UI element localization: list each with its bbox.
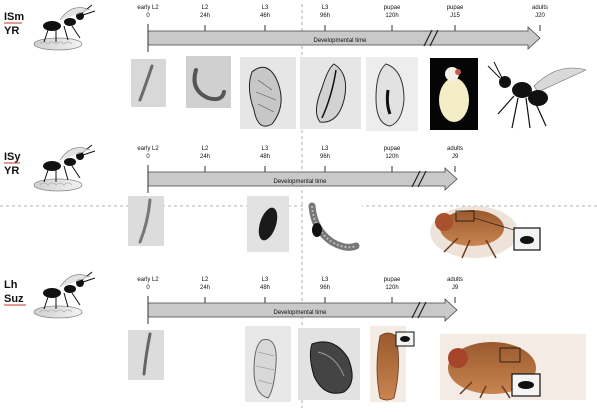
larva-photo bbox=[128, 330, 164, 380]
pupa-photo bbox=[366, 57, 418, 131]
pupa-photo bbox=[430, 58, 478, 130]
tick-stage-label: pupae bbox=[384, 277, 401, 283]
tick-time-label: 120h bbox=[385, 154, 398, 160]
tick-time-label: 96h bbox=[320, 154, 330, 160]
tick-time-label: 96h bbox=[320, 285, 330, 291]
tick-time-label: J20 bbox=[535, 13, 545, 19]
axis-title: Developmental time bbox=[273, 310, 327, 316]
larva-photo bbox=[304, 198, 362, 258]
tick-time-label: 24h bbox=[200, 154, 210, 160]
larva-photo bbox=[247, 196, 289, 252]
tick-time-label: 24h bbox=[200, 285, 210, 291]
panel-label-primary: Lh bbox=[4, 279, 18, 291]
tick-stage-label: L3 bbox=[262, 146, 269, 152]
tick-stage-label: adults bbox=[447, 146, 463, 152]
tick-stage-label: early L2 bbox=[137, 277, 159, 283]
tick-time-label: 0 bbox=[146, 285, 150, 291]
tick-stage-label: L3 bbox=[322, 146, 329, 152]
wasp-on-larva-illustration bbox=[34, 272, 95, 318]
tick-stage-label: L2 bbox=[202, 5, 209, 11]
adult-fly-photo bbox=[430, 206, 540, 258]
tick-stage-label: pupae bbox=[447, 5, 464, 11]
tick-time-label: 24h bbox=[200, 13, 210, 19]
larva-photo bbox=[131, 59, 166, 107]
tick-time-label: J15 bbox=[450, 13, 460, 19]
pupa-photo bbox=[370, 326, 414, 402]
tick-time-label: J9 bbox=[452, 285, 459, 291]
panel-label-secondary: YR bbox=[4, 25, 19, 37]
specimen-photo-row bbox=[131, 56, 590, 136]
tick-stage-label: L3 bbox=[262, 277, 269, 283]
axis-title: Developmental time bbox=[273, 179, 327, 185]
tick-time-label: 120h bbox=[385, 285, 398, 291]
larva-photo bbox=[240, 57, 296, 129]
panel-ism: ISm YR Developmental time early L2 0 L2 24h… bbox=[4, 5, 590, 136]
tick-stage-label: pupae bbox=[384, 5, 401, 11]
specimen-photo-row bbox=[128, 196, 540, 258]
tick-group: early L2 0 L2 24h L3 46h L3 96h pupae 120h pupaeJ1… bbox=[137, 5, 548, 31]
tick-stage-label: early L2 bbox=[137, 5, 159, 11]
tick-time-label: 48h bbox=[260, 154, 270, 160]
larva-photo bbox=[186, 56, 231, 108]
tick-group: early L2 0 L2 24h L3 48h L3 96h pupae 120h adultsJ… bbox=[137, 277, 463, 303]
panel-label-primary: ISy bbox=[4, 151, 21, 163]
tick-stage-label: L2 bbox=[202, 277, 209, 283]
panel-label-secondary: Suz bbox=[4, 293, 24, 305]
tick-stage-label: L3 bbox=[322, 5, 329, 11]
tick-time-label: 96h bbox=[320, 13, 330, 19]
wasp-on-larva-illustration bbox=[34, 145, 95, 191]
larva-photo bbox=[300, 57, 361, 129]
tick-time-label: 120h bbox=[385, 13, 398, 19]
tick-time-label: 0 bbox=[146, 154, 150, 160]
tick-stage-label: L3 bbox=[322, 277, 329, 283]
tick-stage-label: L3 bbox=[262, 5, 269, 11]
panel-lh: Lh Suz Developmental time early L2 0 L2 24h… bbox=[4, 272, 586, 402]
tick-time-label: J9 bbox=[452, 154, 459, 160]
wasp-on-larva-illustration bbox=[34, 5, 95, 50]
tick-stage-label: L2 bbox=[202, 146, 209, 152]
tick-time-label: 46h bbox=[260, 13, 270, 19]
pupa-photo bbox=[298, 328, 360, 400]
tick-stage-label: early L2 bbox=[137, 146, 159, 152]
larva-photo bbox=[128, 196, 164, 246]
tick-group: early L2 0 L2 24h L3 48h L3 96h pupae 120h adultsJ… bbox=[137, 146, 463, 172]
larva-photo bbox=[245, 326, 291, 402]
panel-isy: ISy YR Developmental time early L2 0 L2 24h… bbox=[4, 145, 540, 258]
panel-label-secondary: YR bbox=[4, 165, 19, 177]
tick-time-label: 0 bbox=[146, 13, 150, 19]
axis-title: Developmental time bbox=[313, 38, 367, 44]
tick-time-label: 48h bbox=[260, 285, 270, 291]
specimen-photo-row bbox=[128, 326, 586, 402]
tick-stage-label: adults bbox=[532, 5, 548, 11]
adult-fly-photo bbox=[440, 334, 586, 400]
tick-stage-label: pupae bbox=[384, 146, 401, 152]
adult-wasp-photo bbox=[486, 56, 590, 136]
panel-label-primary: ISm bbox=[4, 11, 24, 23]
tick-stage-label: adults bbox=[447, 277, 463, 283]
